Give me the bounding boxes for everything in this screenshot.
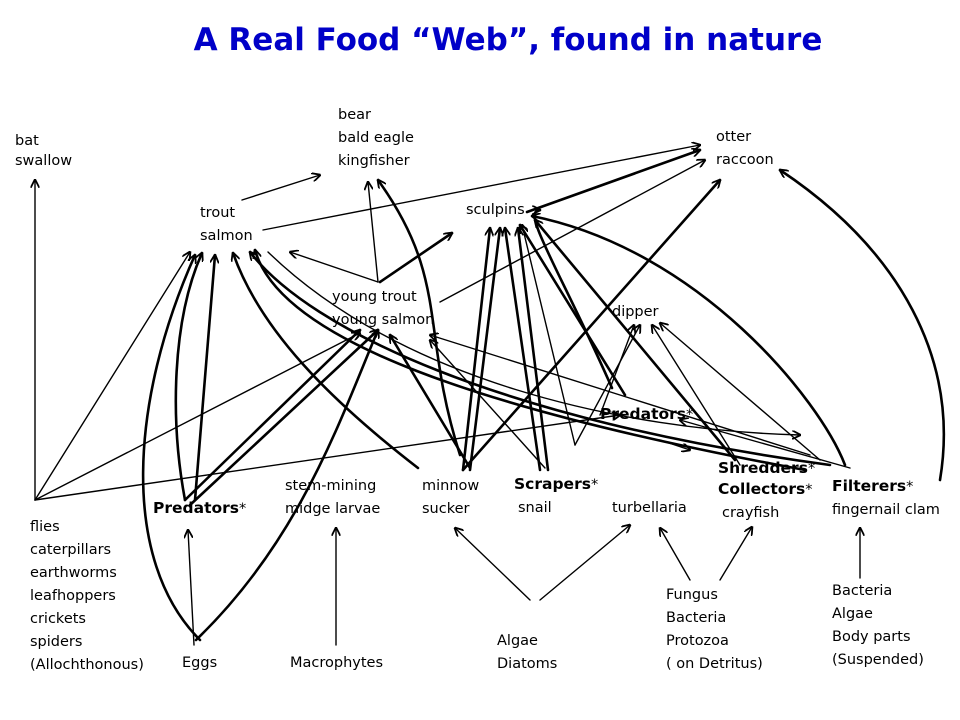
label: (Allochthonous) [30, 657, 144, 673]
node-shredders: Shredders* [718, 458, 815, 479]
label: Bacteria [832, 583, 893, 599]
label: bat [15, 133, 39, 149]
label: Algae [832, 606, 873, 622]
asterisk: * [807, 461, 816, 477]
node-predators-left: Predators* [153, 497, 246, 521]
asterisk: * [805, 482, 813, 498]
node-otter-raccoon: otter raccoon [716, 126, 774, 172]
node-terrestrial-insects: flies caterpillars earthworms leafhopper… [30, 516, 144, 677]
label: Protozoa [666, 633, 729, 649]
label: fingernail clam [832, 502, 940, 518]
label: flies [30, 519, 60, 535]
node-turbellaria: turbellaria [612, 497, 687, 520]
label: crayfish [722, 505, 780, 521]
label: Bacteria [666, 610, 727, 626]
label: dipper [612, 304, 659, 320]
label: ( on Detritus) [666, 656, 763, 672]
label: Eggs [182, 655, 218, 671]
label: stem-mining [285, 478, 377, 494]
group-label: Predators [600, 405, 686, 423]
node-minnow-sucker: minnow sucker [422, 475, 479, 521]
label: Algae [497, 633, 538, 649]
label: Diatoms [497, 656, 558, 672]
node-dipper: dipper [612, 301, 659, 324]
label: raccoon [716, 152, 774, 168]
label: young trout [332, 289, 417, 305]
label: snail [518, 500, 552, 516]
node-young-trout-salmon: young trout young salmon [332, 286, 434, 332]
node-bat-swallow: bat swallow [15, 131, 72, 171]
label: earthworms [30, 565, 117, 581]
label: trout [200, 205, 236, 221]
group-label: Scrapers [514, 475, 591, 493]
diagram-title: A Real Food “Web”, found in nature [193, 22, 823, 58]
group-label: Shredders [718, 459, 808, 477]
node-algae-diatoms: Algae Diatoms [497, 630, 557, 676]
label: bald eagle [338, 130, 414, 146]
node-eggs: Eggs [182, 652, 217, 675]
node-collectors-crayfish: Collectors* crayfish [718, 478, 813, 525]
label: Fungus [666, 587, 718, 603]
label: spiders [30, 634, 83, 650]
label: (Suspended) [832, 652, 924, 668]
asterisk: * [590, 477, 599, 493]
group-label: Collectors [718, 480, 806, 498]
asterisk: * [686, 407, 694, 423]
label: otter [716, 129, 752, 145]
label: swallow [15, 153, 73, 169]
group-label: Predators [153, 499, 239, 517]
label: kingfisher [338, 153, 410, 169]
asterisk: * [239, 501, 247, 517]
node-trout-salmon: trout salmon [200, 202, 253, 248]
label: leafhoppers [30, 588, 116, 604]
group-label: Filterers [832, 477, 907, 495]
label: Macrophytes [290, 655, 384, 671]
label: midge larvae [285, 501, 381, 517]
asterisk: * [906, 479, 914, 495]
node-filterers-clam: Filterers* fingernail clam [832, 475, 940, 522]
label: minnow [422, 478, 480, 494]
label: caterpillars [30, 542, 112, 558]
node-macrophytes: Macrophytes [290, 652, 383, 675]
label: salmon [200, 228, 253, 244]
node-stem-mining-midge: stem-mining midge larvae [285, 475, 380, 521]
label: crickets [30, 611, 86, 627]
label: bear [338, 107, 371, 123]
node-predators-mid: Predators* [600, 403, 693, 427]
node-detritus-microbes: Fungus Bacteria Protozoa ( on Detritus) [666, 584, 763, 676]
label: Body parts [832, 629, 911, 645]
node-scrapers-snail: Scrapers* snail [514, 473, 598, 520]
node-bear-eagle-kingfisher: bear bald eagle kingfisher [338, 104, 414, 173]
label: sucker [422, 501, 470, 517]
label: turbellaria [612, 500, 687, 516]
node-sculpins: sculpins [466, 199, 525, 222]
node-suspended-particles: Bacteria Algae Body parts (Suspended) [832, 580, 924, 672]
label: sculpins [466, 202, 525, 218]
label: young salmon [332, 312, 435, 328]
